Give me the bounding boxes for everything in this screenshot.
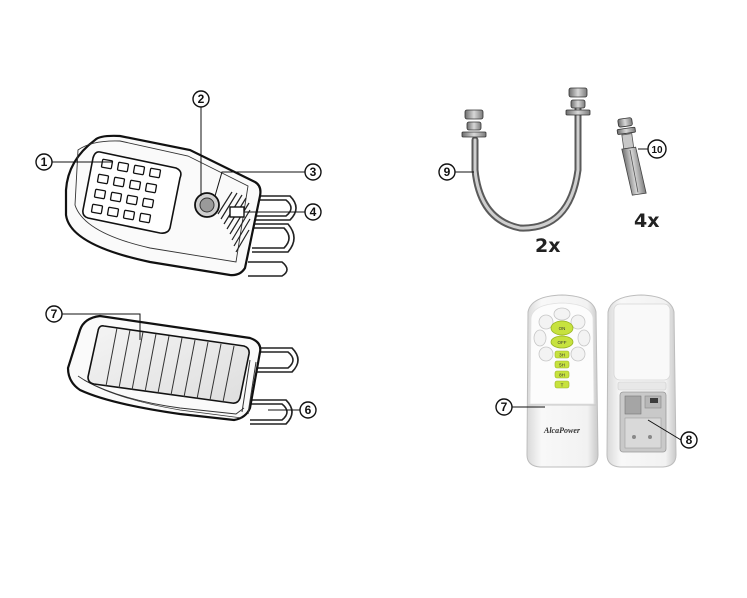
lamp-front-mount-brackets [248,195,297,277]
anchor-quantity: 4x [634,210,659,232]
callout-6-label: 6 [305,403,312,417]
lamp-front-view [64,134,297,277]
callout-8-label: 8 [686,433,693,447]
callout-3-label: 3 [310,165,317,179]
callout-10-label: 10 [651,145,663,156]
callout-4-label: 4 [310,205,317,219]
remote-5h-button: 5H [554,360,570,369]
remote-3h-button: 3H [554,350,570,359]
u-bolt-quantity: 2x [535,235,560,257]
callout-8: 8 [647,419,698,449]
remote-off-label: OFF [558,340,567,345]
remote-t-button: T [554,380,570,389]
callout-4: 4 [244,203,322,221]
remote-3h-label: 3H [559,353,565,358]
u-bolt [461,87,591,232]
callout-2: 2 [192,90,210,196]
callout-7-remote: 7 [495,398,545,416]
remote-t-label: T [561,383,564,388]
callout-1-label: 1 [41,155,48,169]
callout-9-label: 9 [444,165,451,179]
remote-front: ON OFF 3H 5H 8H T AlcaPower [526,294,599,468]
callout-7-remote-label: 7 [501,400,508,414]
remote-on-label: ON [559,326,566,331]
callout-3: 3 [214,163,322,197]
remote-on-button: ON [550,320,574,336]
remote-brand-logo: AlcaPower [543,426,581,435]
remote-5h-label: 5H [559,363,565,368]
remote-off-button: OFF [550,335,574,349]
callout-1: 1 [35,153,112,171]
callout-6: 6 [268,401,317,419]
lamp-panel-view [66,314,299,425]
remote-8h-button: 8H [554,370,570,379]
remote-back [606,294,677,468]
solar-cell-lines [105,327,235,403]
motion-sensor-lens [194,192,220,218]
lamp-back-mount-brackets [250,347,299,425]
solar-panel [87,325,250,404]
remote-8h-label: 8H [559,373,565,378]
callout-2-label: 2 [198,92,205,106]
power-switch [229,206,245,218]
expansion-anchor [616,117,647,196]
callout-9: 9 [438,163,474,181]
callout-7-lamp: 7 [45,305,141,340]
callout-10: 10 [638,139,667,159]
remote-button-ring [533,307,591,362]
callout-7-lamp-label: 7 [51,307,58,321]
